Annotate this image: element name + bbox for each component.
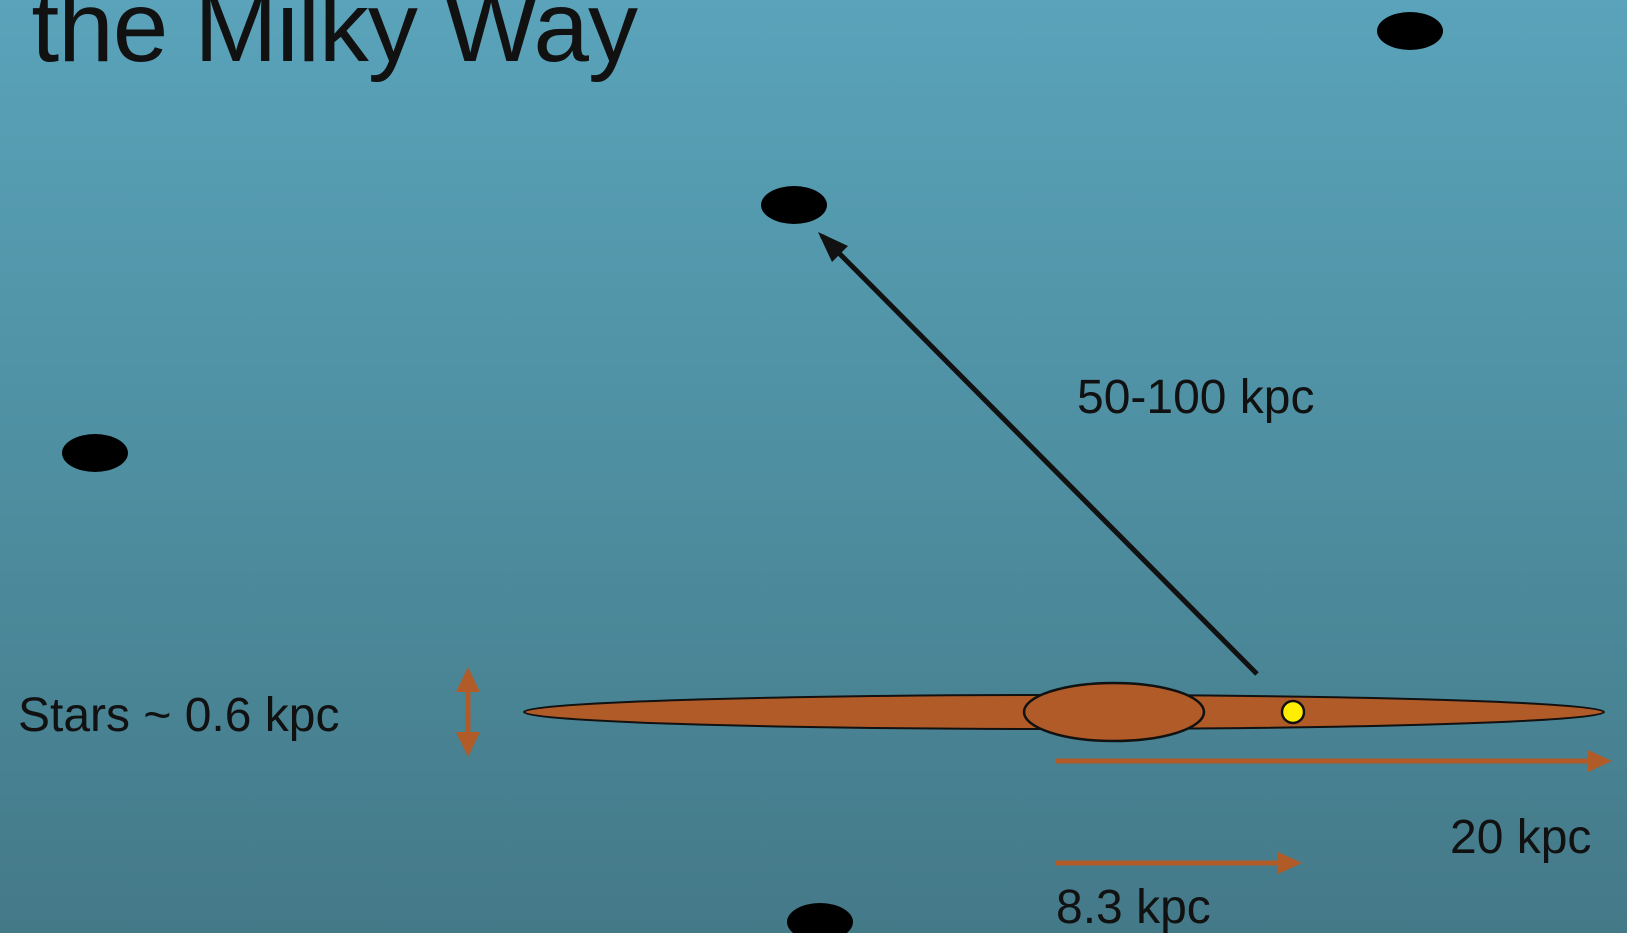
thickness-arrow-head-up — [456, 667, 480, 692]
disk-radius-arrow-head — [1588, 750, 1612, 772]
halo-distance-label: 50-100 kpc — [1077, 371, 1315, 424]
satellite-galaxy — [787, 903, 853, 933]
disk-radius-label: 20 kpc — [1450, 811, 1592, 864]
satellite-galaxy — [1377, 12, 1443, 50]
sun-marker — [1280, 699, 1306, 725]
halo-arrow-head — [818, 232, 848, 262]
stars-thickness-label: Stars ~ 0.6 kpc — [18, 689, 340, 742]
sun-distance-label: 8.3 kpc — [1056, 881, 1211, 933]
satellite-galaxy — [62, 434, 128, 472]
satellite-galaxy — [761, 186, 827, 224]
halo-distance-arrow — [820, 234, 1259, 676]
galactic-bulge — [1022, 681, 1206, 743]
thickness-arrow-head-down — [456, 732, 480, 757]
slide-title: n the Milky Way — [0, 0, 638, 83]
sun-distance-arrow-head — [1278, 852, 1302, 874]
